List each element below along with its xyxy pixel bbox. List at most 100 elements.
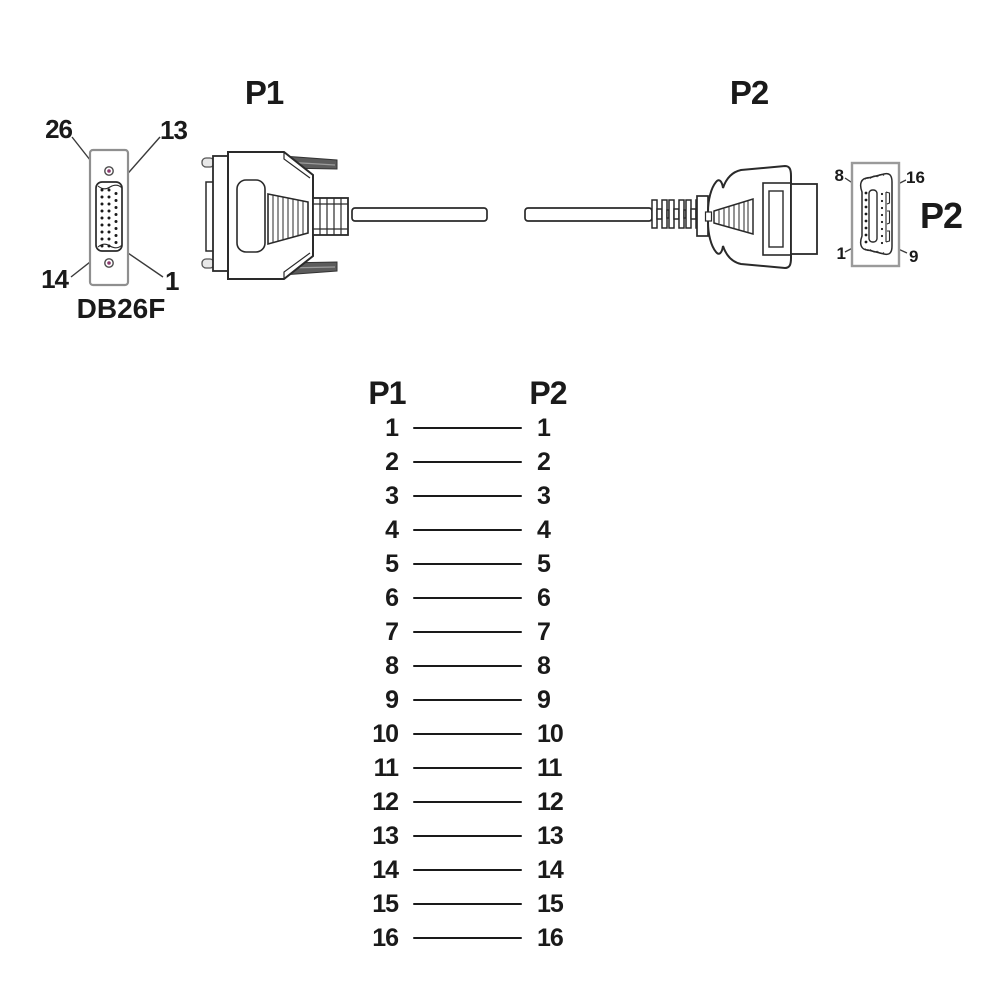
pinout-p1-pin: 5 xyxy=(385,549,399,578)
wire-line xyxy=(413,494,522,498)
p1-body-recess xyxy=(236,179,266,253)
pinout-p1-pin: 11 xyxy=(373,753,399,782)
p2-face-label: P2 xyxy=(920,195,963,236)
p2-connector-drawing xyxy=(696,164,818,270)
cable-drawing xyxy=(70,136,908,287)
pinout-p2-pin: 4 xyxy=(537,515,551,544)
wire-line xyxy=(413,732,522,736)
pinout-p1-pin: 15 xyxy=(372,889,399,918)
screw-hole-bottom-dot xyxy=(107,261,111,265)
cable-left-segment xyxy=(351,207,488,222)
pinout-p2-pin: 10 xyxy=(537,719,564,748)
wire-line xyxy=(413,868,522,872)
pinout-p1-pin: 6 xyxy=(385,583,399,612)
pinout-p2-pin: 15 xyxy=(537,889,564,918)
wire-line xyxy=(413,698,522,702)
wire-line xyxy=(413,460,522,464)
db26f-pin-13-label: 13 xyxy=(160,115,188,145)
db26f-label: DB26F xyxy=(76,293,166,324)
pinout-p1-pin: 16 xyxy=(372,923,399,952)
pinout-p2-pin: 2 xyxy=(537,447,551,476)
db26f-pin-1-label: 1 xyxy=(165,266,179,296)
pinout-p1-pin: 9 xyxy=(385,685,399,714)
pinout-row: 10 10 xyxy=(340,717,580,751)
pinout-p2-pin: 8 xyxy=(537,651,551,680)
db26f-pin-dots xyxy=(100,188,118,248)
pinout-p1-pin: 1 xyxy=(385,413,399,442)
pinout-row: 14 14 xyxy=(340,853,580,887)
cable-ribbed-section xyxy=(651,199,702,229)
db26f-pin-14-label: 14 xyxy=(41,264,69,294)
p2-face-pin-9-label: 9 xyxy=(909,247,919,266)
pinout-p1-pin: 7 xyxy=(385,617,399,646)
pinout-p2-pin: 6 xyxy=(537,583,551,612)
p2-face-pin-1-label: 1 xyxy=(836,244,846,263)
cable-right-segment xyxy=(524,207,653,222)
p2-face-scallop-top xyxy=(864,173,885,180)
leader-line-13 xyxy=(122,136,161,180)
pinout-p2-pin: 16 xyxy=(537,923,564,952)
p1-strain-relief-ribs xyxy=(313,198,348,235)
p2-cone-ribs xyxy=(718,200,749,233)
p2-title: P2 xyxy=(729,74,769,111)
p2-end-cap xyxy=(790,183,818,255)
screw-hole-top-dot xyxy=(107,169,111,173)
pinout-p1-pin: 3 xyxy=(385,481,399,510)
p2-face-pin-dots-left xyxy=(864,191,868,244)
wire-line xyxy=(413,528,522,532)
cable xyxy=(351,207,653,222)
pinout-p2-pin: 7 xyxy=(537,617,551,646)
wire-line xyxy=(413,834,522,838)
wire-line xyxy=(413,936,522,940)
pinout-p2-pin: 14 xyxy=(537,855,564,884)
p2-face-pin-16-label: 16 xyxy=(906,168,925,187)
p2-face-pin-8-label: 8 xyxy=(834,166,844,185)
pinout-header-p1: P1 xyxy=(368,375,406,411)
wire-line xyxy=(413,766,522,770)
leader-line-1 xyxy=(124,250,164,278)
pinout-p1-pin: 10 xyxy=(372,719,399,748)
p2-connector-face xyxy=(844,161,908,268)
pinout-p2-pin: 1 xyxy=(537,413,551,442)
pinout-p2-pin: 12 xyxy=(537,787,564,816)
p1-body-bevel-top xyxy=(283,152,311,179)
p1-flange xyxy=(212,155,229,272)
p1-horn-ribs xyxy=(272,195,304,243)
pinout-p1-pin: 13 xyxy=(372,821,399,850)
pinout-p2-pin: 11 xyxy=(537,753,562,782)
wire-line xyxy=(413,426,522,430)
pinout-p2-pin: 13 xyxy=(537,821,564,850)
db26f-pin-26-label: 26 xyxy=(45,114,73,144)
p1-body-bevel-bottom xyxy=(283,252,311,279)
wire-line xyxy=(413,630,522,634)
pinout-p1-pin: 2 xyxy=(385,447,399,476)
pinout-p2-pin: 9 xyxy=(537,685,551,714)
p1-connector-drawing xyxy=(201,151,349,280)
pinout-p1-pin: 4 xyxy=(385,515,399,544)
pinout-header-p2: P2 xyxy=(529,375,567,411)
wire-line xyxy=(413,562,522,566)
pinout-p1-pin: 14 xyxy=(372,855,399,884)
wire-line xyxy=(413,596,522,600)
pinout-row: 13 13 xyxy=(340,819,580,853)
pinout-row: 11 11 xyxy=(340,751,580,785)
wire-line xyxy=(413,800,522,804)
p2-head-inner xyxy=(768,190,784,248)
p2-face-slot xyxy=(868,189,878,243)
db26f-inset-scallop-top xyxy=(97,184,123,190)
p2-face-key-strip xyxy=(885,191,891,243)
p2-face-scallop-bottom xyxy=(864,248,885,255)
